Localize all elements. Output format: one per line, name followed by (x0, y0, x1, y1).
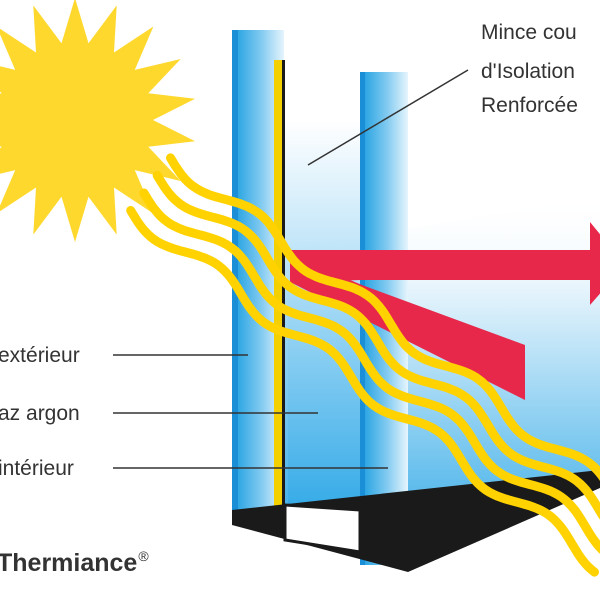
frame-spacer (283, 503, 362, 554)
radiation-wave (152, 170, 600, 520)
callout-coating-line3: Renforcée (481, 94, 578, 117)
radiation-wave (126, 206, 599, 577)
callout-coating-line2: d'Isolation (481, 60, 575, 83)
coating-edge (282, 60, 285, 525)
coating-layer (274, 60, 282, 525)
callout-interieur: intérieur (0, 457, 74, 480)
radiation-wave (139, 188, 600, 554)
radiation-waves-icon (126, 153, 600, 577)
brand-logo: Thermiance® (0, 548, 149, 578)
callout-exterieur: extérieur (0, 344, 80, 367)
callout-coating-line1: Mince cou (481, 21, 577, 44)
callout-argon: az argon (0, 402, 80, 425)
brand-name: Thermiance (0, 549, 138, 577)
callout-line-coating (307, 69, 469, 166)
radiation-wave (166, 153, 600, 481)
registered-mark: ® (138, 548, 149, 564)
sun-icon (0, 0, 196, 242)
